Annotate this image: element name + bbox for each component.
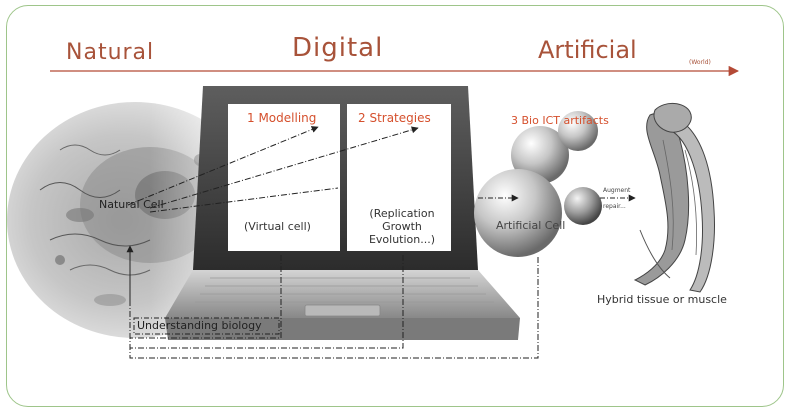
feedback-loop-artificial (129, 246, 539, 359)
header-digital: Digital (292, 33, 384, 63)
hybrid-muscle-image (633, 103, 715, 293)
understanding-biology-label: Understanding biology (137, 319, 262, 332)
replication-caption-line-2: Growth (382, 220, 422, 233)
laptop-image (165, 86, 520, 340)
bio-ict-label: 3 Bio ICT artifacts (511, 114, 609, 127)
virtual-cell-caption: (Virtual cell) (244, 220, 311, 233)
replication-caption-line-1: (Replication (369, 207, 435, 220)
header-artificial: Artificial (538, 36, 637, 64)
artificial-cell-label: Artificial Cell (496, 219, 566, 232)
understanding-label-box (133, 317, 280, 335)
replication-caption-line-3: Evolution...) (368, 233, 436, 246)
world-axis-label: (World) (689, 59, 711, 66)
natural-cell-label: Natural Cell (99, 198, 164, 211)
repair-label: repair... (603, 203, 626, 210)
replication-caption: (Replication Growth Evolution...) (360, 207, 444, 246)
left-screen-panel (228, 104, 340, 251)
augment-label: Augment (603, 187, 631, 194)
header-natural: Natural (66, 40, 155, 65)
strategies-title: 2 Strategies (358, 111, 431, 125)
feedback-loop-strategies (130, 255, 404, 349)
arrow-cell-to-modelling (127, 126, 319, 206)
artificial-cell-spheres (474, 111, 602, 257)
right-screen-panel (347, 104, 451, 251)
arrow-cell-to-right-screen (149, 187, 339, 213)
feedback-loop-virtual-cell (130, 255, 282, 339)
modelling-title: 1 Modelling (247, 111, 317, 125)
arrow-cell-to-strategies (149, 126, 419, 209)
hybrid-tissue-label: Hybrid tissue or muscle (597, 293, 727, 306)
